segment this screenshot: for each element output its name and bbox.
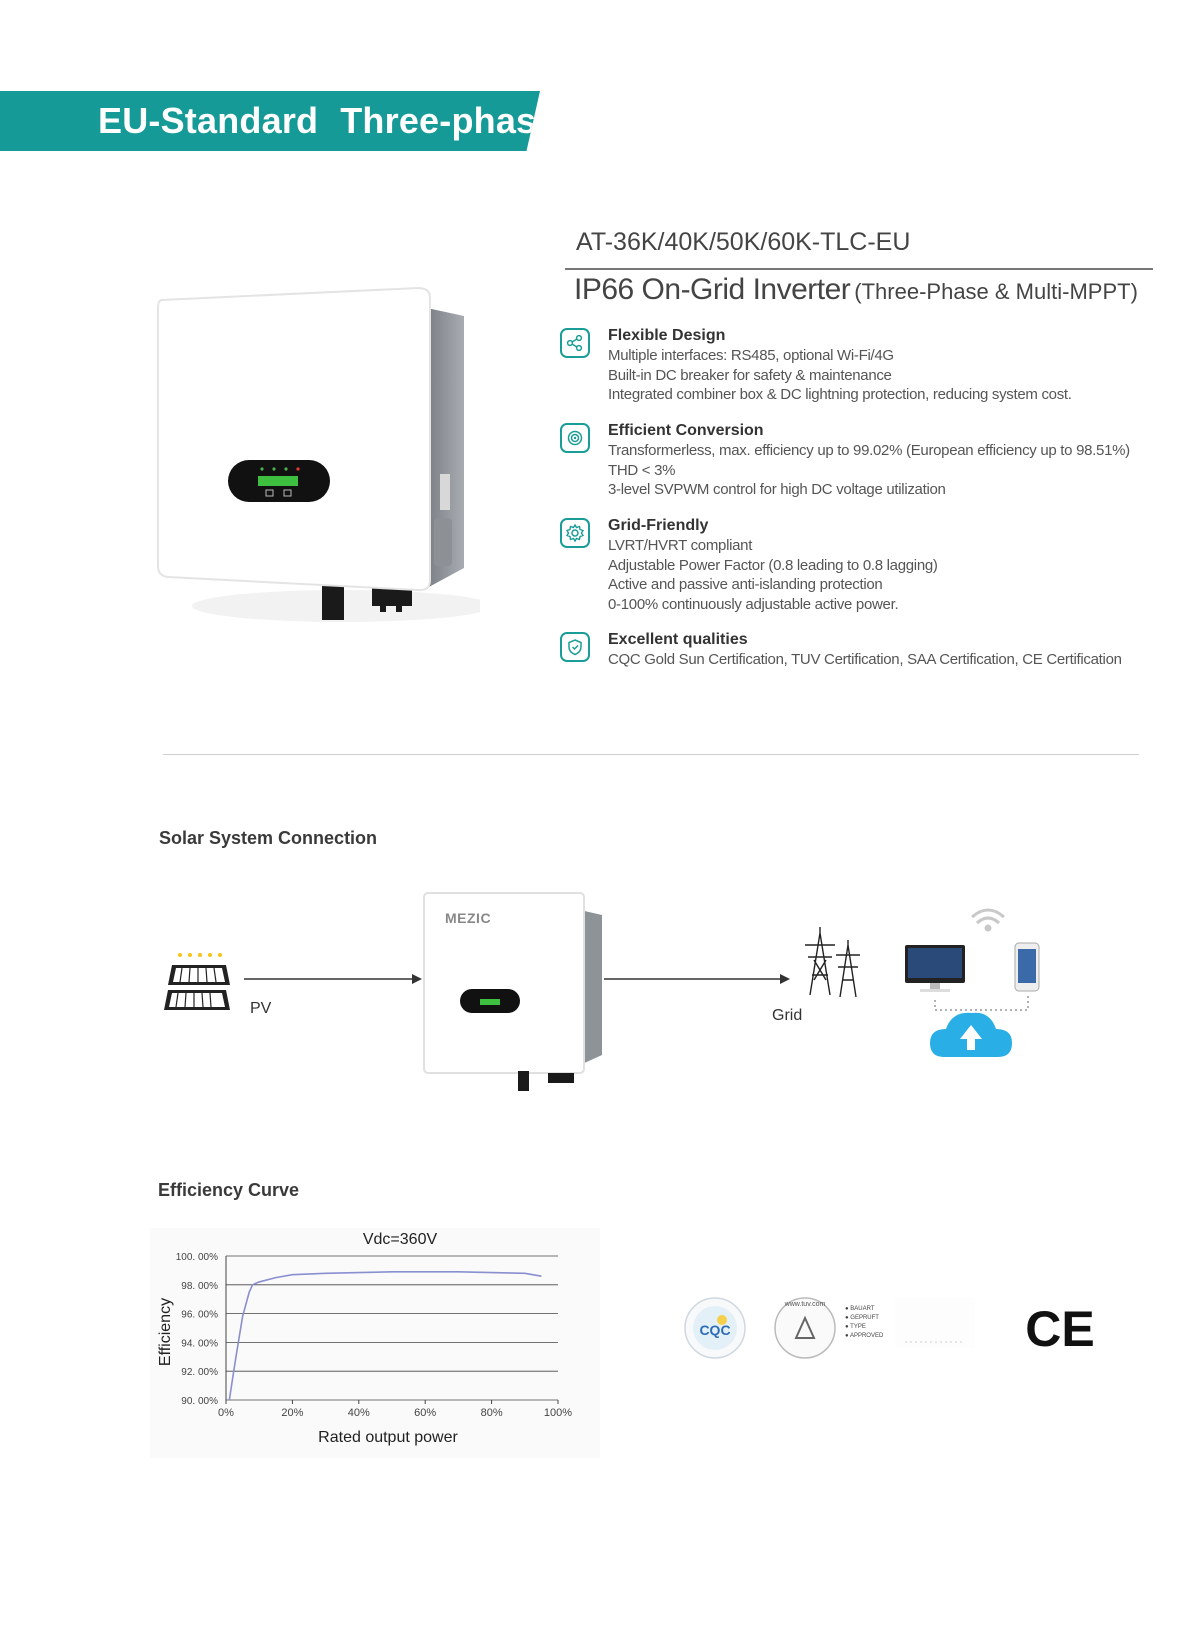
feature-line: Built-in DC breaker for safety & mainten… <box>608 366 892 384</box>
feature-line: THD < 3% <box>608 461 676 479</box>
tuv-line-1: ● BAUART <box>845 1306 875 1312</box>
y-axis-label: Efficiency <box>157 1298 174 1366</box>
saa-logo <box>895 1298 975 1348</box>
phone-icon <box>1014 942 1040 992</box>
feature-line: CQC Gold Sun Certification, TUV Certific… <box>608 651 1122 668</box>
x-tick-label: 80% <box>481 1407 503 1419</box>
y-tick-label: 92. 00% <box>181 1367 218 1378</box>
pv-label: PV <box>250 1000 272 1017</box>
product-title-main: IP66 On-Grid Inverter <box>574 273 851 306</box>
ce-mark: CE <box>1025 1301 1094 1357</box>
tuv-site-text: www.tuv.com <box>784 1301 826 1308</box>
x-tick-label: 0% <box>218 1407 234 1419</box>
model-number: AT-36K/40K/50K/60K-TLC-EU <box>576 228 911 256</box>
feature-line: 0-100% continuously adjustable active po… <box>608 595 899 613</box>
y-tick-label: 96. 00% <box>181 1310 218 1321</box>
connection-title: Solar System Connection <box>159 828 378 848</box>
x-tick-label: 20% <box>281 1407 303 1419</box>
feature-title: Grid-Friendly <box>608 517 709 534</box>
banner-word-phase: Three-phase <box>340 100 557 141</box>
connection-diagram <box>164 892 1040 1091</box>
feature-title: Efficient Conversion <box>608 422 764 439</box>
tuv-line-3: ● TYPE <box>845 1324 866 1330</box>
feature-line: LVRT/HVRT compliant <box>608 537 753 554</box>
chart-title: Vdc=360V <box>363 1231 438 1248</box>
wifi-icon <box>971 908 1005 932</box>
y-tick-label: 94. 00% <box>181 1338 218 1349</box>
x-tick-label: 40% <box>348 1407 370 1419</box>
feature-line: 3-level SVPWM control for high DC voltag… <box>608 481 946 498</box>
feature-line: Integrated combiner box & DC lightning p… <box>608 386 1072 403</box>
y-tick-label: 100. 00% <box>176 1252 218 1263</box>
gear-icon <box>560 518 590 548</box>
x-tick-label: 100% <box>544 1407 572 1419</box>
section-divider <box>163 754 1139 755</box>
tuv-line-4: ● APPROVED <box>845 1333 884 1339</box>
monitor-icon <box>905 945 965 992</box>
feature-title: Excellent qualities <box>608 631 748 648</box>
inverter-diagram-icon <box>423 892 602 1091</box>
feature-line: Active and passive anti-islanding protec… <box>608 576 883 593</box>
x-tick-label: 60% <box>414 1407 436 1419</box>
banner-title: EU-Standard Three-phase <box>98 91 557 151</box>
cqc-text: CQC <box>699 1322 730 1338</box>
efficiency-chart-svg: 100. 00% 98. 00% 96. 00% 94. 00% 92. 00% 90. … <box>157 1231 572 1446</box>
cloud-upload-icon <box>930 1012 1012 1057</box>
feature-line: Multiple interfaces: RS485, optional Wi-… <box>608 347 894 364</box>
product-title-sub: (Three-Phase & Multi-MPPT) <box>854 279 1138 304</box>
share-icon <box>560 328 590 358</box>
tuv-logo: www.tuv.com ● BAUART ● GEPRUFT ● TYPE ● … <box>774 1297 884 1359</box>
cqc-logo: CQC <box>684 1297 746 1359</box>
y-tick-label: 98. 00% <box>181 1281 218 1292</box>
grid-label: Grid <box>772 1007 803 1024</box>
efficiency-title: Efficiency Curve <box>158 1180 300 1200</box>
feature-line: Adjustable Power Factor (0.8 leading to … <box>608 556 938 574</box>
x-axis-label: Rated output power <box>318 1429 458 1446</box>
target-icon <box>560 423 590 453</box>
banner-word-standard: EU-Standard <box>98 100 319 141</box>
inverter-image <box>157 286 480 622</box>
certification-logos: CQC www.tuv.com ● BAUART ● GEPRUFT ● TYP… <box>684 1297 1095 1359</box>
feature-title: Flexible Design <box>608 327 726 344</box>
product-title: IP66 On-Grid Inverter(Three-Phase & Mult… <box>574 273 1138 307</box>
power-tower-icon <box>805 927 860 998</box>
feature-line: Transformerless, max. efficiency up to 9… <box>608 442 1130 459</box>
efficiency-chart: 100. 00% 98. 00% 96. 00% 94. 00% 92. 00% 90. … <box>150 1228 600 1458</box>
efficiency-series-line <box>228 1271 542 1401</box>
y-tick-label: 90. 00% <box>181 1396 218 1407</box>
solar-panel-icon <box>164 953 230 1010</box>
title-rule <box>565 268 1153 270</box>
inverter-brand: MEZIC <box>445 910 492 926</box>
tuv-line-2: ● GEPRUFT <box>845 1315 879 1321</box>
shield-icon <box>560 632 590 662</box>
